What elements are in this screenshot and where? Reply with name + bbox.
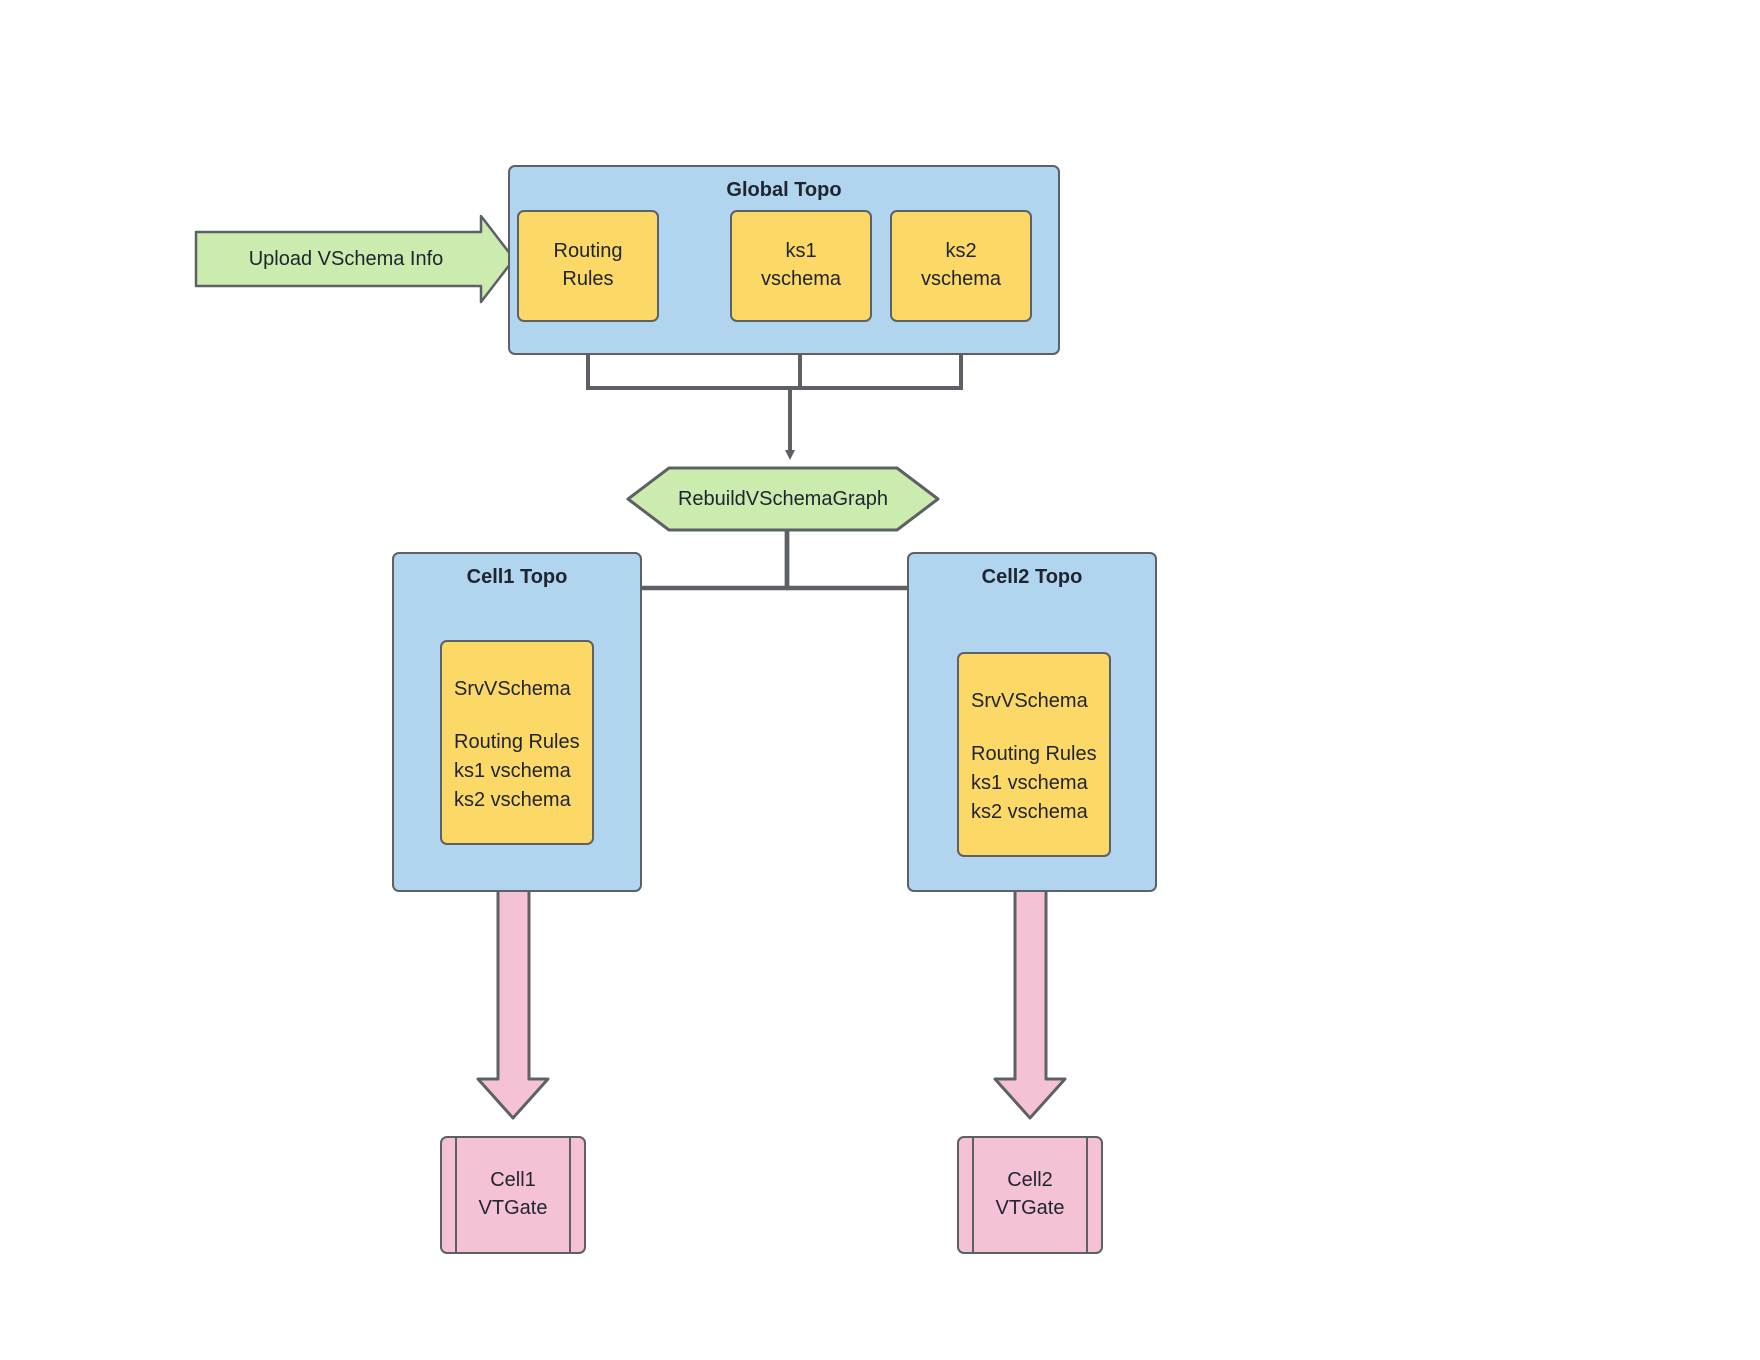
cell2-vtgate-right-bar	[1086, 1136, 1088, 1254]
store-routing-rules[interactable]: Routing Rules	[517, 210, 659, 322]
upload-vschema-arrow-shape	[194, 214, 516, 304]
cell1-srvvschema-box[interactable]: SrvVSchema Routing Rules ks1 vschema ks2…	[440, 640, 594, 845]
cell1-topo-title: Cell1 Topo	[466, 566, 568, 588]
cell2-srvvschema-entries: Routing Rules ks1 vschema ks2 vschema	[971, 742, 1097, 823]
cell1-vtgate-right-bar	[569, 1136, 571, 1254]
store-ks2-vschema[interactable]: ks2 vschema	[890, 210, 1032, 322]
cell1-srvvschema-heading: SrvVSchema	[454, 678, 571, 700]
cell1-vtgate-label: Cell1 VTGate	[478, 1169, 548, 1219]
cell2-vtgate-node[interactable]: Cell2 VTGate	[957, 1136, 1103, 1254]
cell2-srvvschema-gap	[971, 716, 1097, 740]
cell2-topo-title: Cell2 Topo	[981, 566, 1083, 588]
cell1-srvvschema-entries: Routing Rules ks1 vschema ks2 vschema	[454, 730, 580, 811]
cell2-srvvschema-box[interactable]: SrvVSchema Routing Rules ks1 vschema ks2…	[957, 652, 1111, 857]
global-topo-title: Global Topo	[726, 179, 842, 201]
cell1-vtgate-body	[440, 1136, 586, 1254]
cell2-vtgate-label: Cell2 VTGate	[995, 1169, 1065, 1219]
cell1-vtgate-left-bar	[455, 1136, 457, 1254]
cell2-vtgate-body	[957, 1136, 1103, 1254]
cell2-vtgate-left-bar	[972, 1136, 974, 1254]
cell1-srvvschema-gap	[454, 704, 580, 728]
cell1-vtgate-node[interactable]: Cell1 VTGate	[440, 1136, 586, 1254]
cell2-srvvschema-heading: SrvVSchema	[971, 690, 1088, 712]
store-ks1-vschema[interactable]: ks1 vschema	[730, 210, 872, 322]
rebuild-vschema-graph-shape	[626, 466, 940, 532]
